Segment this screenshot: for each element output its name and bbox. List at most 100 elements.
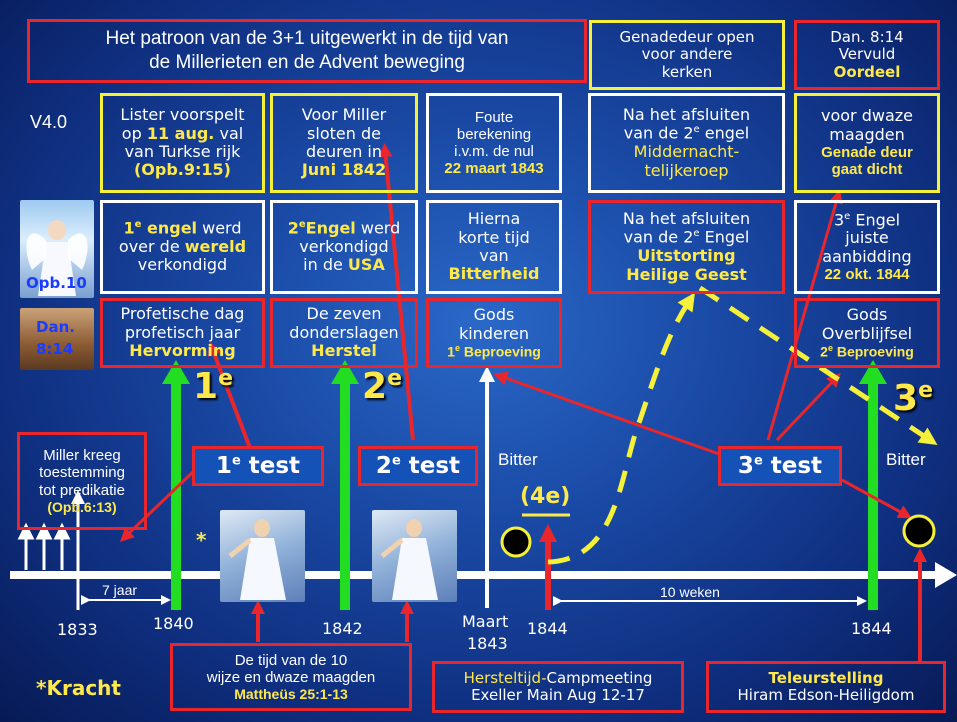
col2-mid-l1a: 2 (287, 218, 299, 238)
pointer-test3-c (766, 189, 843, 441)
miller-l1: Miller kreeg (43, 447, 121, 465)
hersteltijd-box: Hersteltijd-Campmeeting Exeller Main Aug… (432, 661, 684, 713)
timeline-arrowhead (935, 562, 957, 588)
year-1843: 1843 (467, 634, 508, 653)
col3-top: Foute berekening i.v.m. de nul 22 maart … (426, 93, 562, 193)
col4-top-l2a: van de 2 (623, 123, 694, 143)
col1-top-l2b: 11 aug. (146, 123, 215, 143)
pointer-test3-a (493, 371, 723, 457)
maagden-box: De tijd van de 10 wijze en dwaze maagden… (170, 643, 412, 711)
test-2-box: 2e test (358, 446, 478, 486)
col2-top-l4: Juni 1842 (301, 160, 387, 180)
big-number-2-sup: e (387, 366, 402, 391)
test-3-sup: e (753, 453, 763, 469)
col1-top-l4: (Opb.9:15) (133, 160, 231, 180)
col5-bot-l3a: 2 (820, 343, 828, 360)
year-1840: 1840 (153, 614, 194, 633)
title-box: Het patroon van de 3+1 uitgewerkt in de … (27, 19, 587, 83)
teleur-box: Teleurstelling Hiram Edson-Heiligdom (706, 661, 946, 713)
bitter-label-1: Bitter (498, 450, 538, 469)
col1-mid-l2: over de wereld (119, 236, 247, 256)
dan814-box: Dan. 8:14 Vervuld Oordeel (794, 20, 940, 90)
genadedeur-box: Genadedeur open voor andere kerken (589, 20, 785, 90)
col4-mid-l2sup: e (693, 228, 700, 240)
col4-top-l1: Na het afsluiten (622, 105, 751, 125)
test-3-box: 3e test (718, 446, 842, 486)
big-number-1-sup: e (218, 366, 233, 391)
star-label: * (196, 528, 207, 552)
col5-bot-l3: 2e Beproeving (820, 343, 914, 360)
col2-mid-l1b: Engel (305, 218, 356, 238)
test-2-num: 2 (375, 452, 392, 479)
col5-mid-l2: juiste (845, 228, 889, 248)
green-arrow-1842 (331, 360, 359, 610)
miller-l3: tot predikatie (39, 481, 125, 499)
kracht-label: *Kracht (36, 676, 121, 700)
teleur-l2: Hiram Edson-Heiligdom (737, 686, 915, 704)
col4-mid-l2b: Engel (699, 227, 750, 247)
col5-mid-l1b: Engel (850, 209, 901, 229)
test-3-word: test (762, 452, 823, 479)
col3-bot-l3: 1e Beproeving (447, 343, 541, 360)
col2-bot-l1: De zeven (306, 304, 382, 324)
miller-l2: toestemming (39, 464, 125, 482)
angel-picture-2 (372, 510, 457, 602)
angel-image (20, 200, 94, 298)
col3-bot-l2: kinderen (458, 323, 530, 343)
col3-top-l1: Foute (474, 108, 514, 126)
genadedeur-l3: kerken (661, 62, 713, 81)
pointer-test1-miller (119, 468, 197, 542)
col5-bot-l2: Overblijfsel (821, 323, 913, 343)
green-arrow-1840 (162, 360, 190, 610)
col4-mid-l1: Na het afsluiten (622, 209, 751, 229)
col5-top: voor dwaze maagden Genade deur gaat dich… (794, 93, 940, 193)
col5-top-l4: gaat dicht (831, 161, 903, 179)
col1-mid-l2b: wereld (184, 236, 247, 256)
col1-mid-l1b: engel (141, 218, 198, 238)
span-label-7-jaar: 7 jaar (102, 582, 138, 598)
col1-mid-l1sup: e (134, 219, 142, 231)
col2-top-l3: deuren in (305, 142, 383, 161)
pointer-test3-b (775, 372, 841, 442)
year-maart: Maart (462, 612, 509, 631)
col1-mid: 1e engel werd over de wereld verkondigd (100, 200, 265, 294)
col5-mid-l1a: 3 (833, 209, 845, 229)
col3-top-l2: berekening (456, 125, 532, 143)
year-1833: 1833 (57, 620, 98, 639)
dan814-l3: Oordeel (833, 62, 901, 81)
col2-mid: 2eEngel werd verkondigd in de USA (270, 200, 418, 294)
genadedeur-l2: voor andere (641, 45, 733, 64)
col1-top-l3: van Turkse rijk (124, 142, 241, 161)
col5-mid-l1: 3e Engel (833, 209, 901, 230)
version-label: V4.0 (30, 112, 68, 132)
col2-top-l1: Voor Miller (301, 105, 387, 125)
col2-mid-l3a: in de (303, 255, 348, 275)
test-1-word: test (240, 452, 301, 479)
col5-mid-l4: 22 okt. 1844 (824, 266, 910, 284)
col5-mid: 3e Engel juiste aanbidding 22 okt. 1844 (794, 200, 940, 294)
col4-top-l4: telijkeroep (644, 160, 729, 180)
hersteltijd-l2: Exeller Main Aug 12-17 (471, 686, 645, 704)
col1-top-l2a: op (121, 123, 147, 143)
col5-bot: Gods Overblijfsel 2e Beproeving (794, 298, 940, 368)
col1-top: Lister voorspelt op 11 aug. val van Turk… (100, 93, 265, 193)
bitter-circle-2 (902, 514, 936, 548)
hersteltijd-l1: Hersteltijd-Campmeeting (464, 669, 653, 687)
col4-mid-l4: Heilige Geest (626, 264, 747, 284)
col5-bot-l3sup: e (827, 343, 833, 354)
pointer-test1 (207, 341, 252, 449)
fourth-label: (4e) (520, 484, 571, 509)
col3-top-l4: 22 maart 1843 (444, 160, 544, 178)
col1-bot-l2: profetisch jaar (124, 322, 241, 342)
span-label-10-weken: 10 weken (660, 584, 720, 600)
teleur-l1: Teleurstelling (768, 668, 884, 687)
col2-mid-l1: 2eEngel werd (288, 219, 401, 238)
col4-top-l2b: engel (699, 123, 750, 143)
col5-top-l2: maagden (829, 124, 905, 144)
angel-picture-1 (220, 510, 305, 602)
col3-mid-l2: korte tijd (458, 227, 530, 247)
col3-bot-l1: Gods (473, 305, 515, 325)
col3-mid: Hierna korte tijd van Bitterheid (426, 200, 562, 294)
genadedeur-l1: Genadedeur open (619, 28, 755, 47)
dan-label: Dan. (36, 318, 75, 336)
